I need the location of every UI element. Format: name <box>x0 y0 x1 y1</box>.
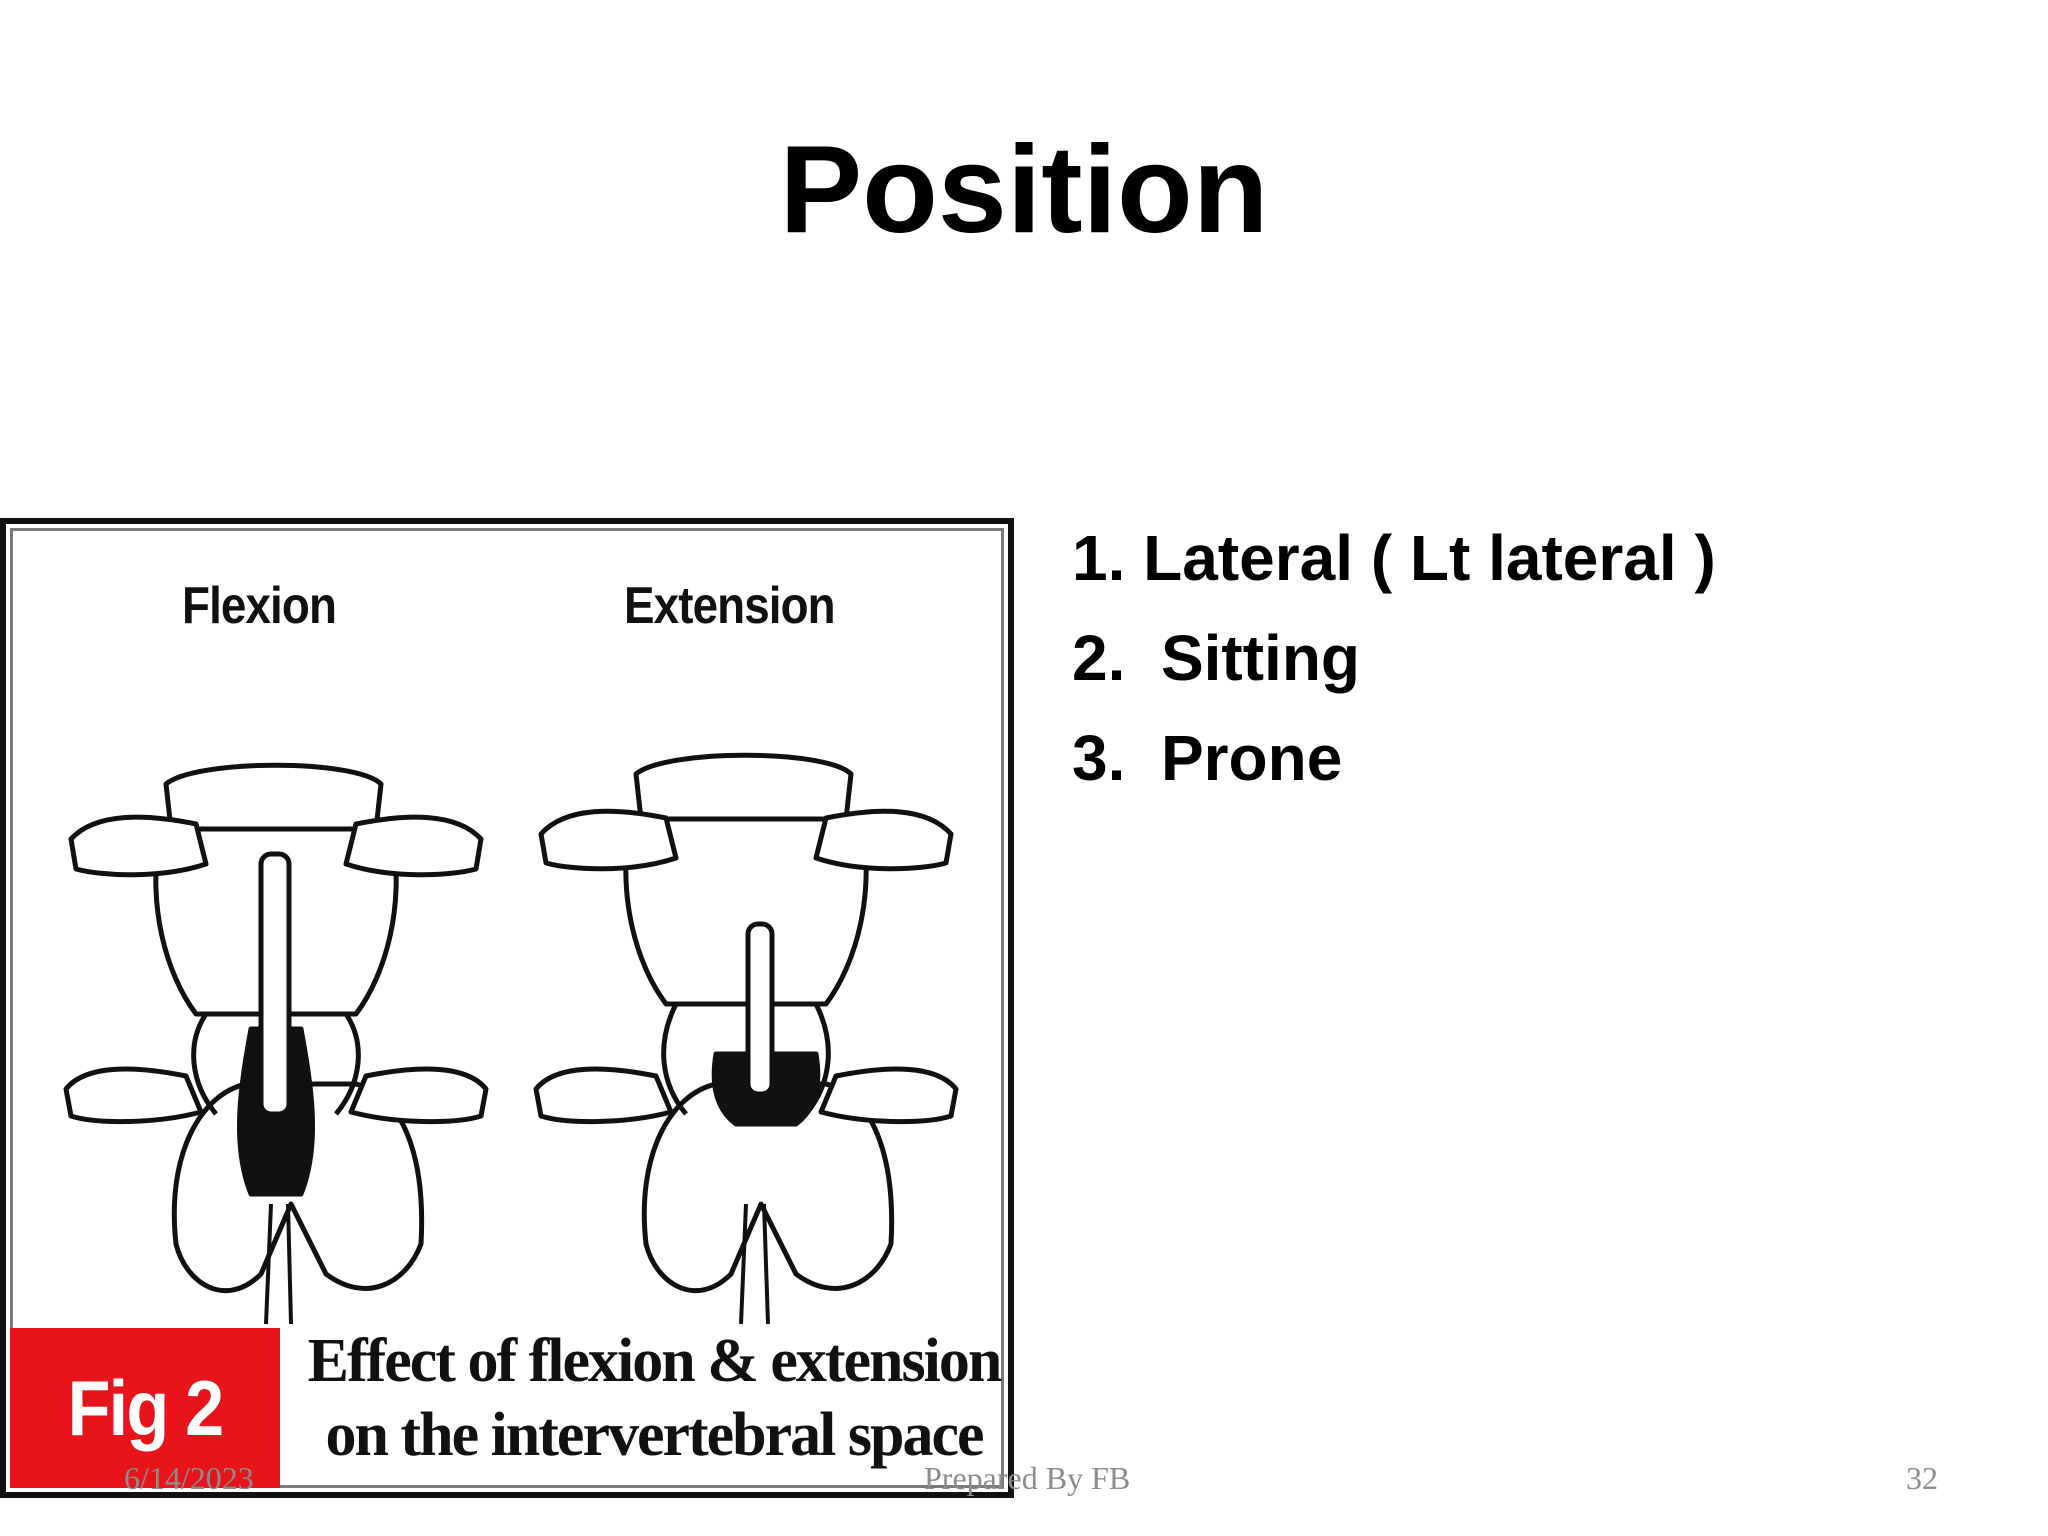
page-number: 32 <box>1906 1460 1938 1496</box>
caption-line-1: Effect of flexion & extension <box>307 1327 1003 1395</box>
flexion-label: Flexion <box>182 577 337 635</box>
caption-line-2: on the intervertebral space <box>325 1401 984 1469</box>
vertebrae-figure: Flexion Extension <box>0 518 1014 1498</box>
list-item-prone: 3. Prone <box>1072 722 1343 794</box>
position-list: 1. Lateral ( Lt lateral ) 2. Sitting 3. … <box>1072 508 1716 808</box>
extension-label: Extension <box>624 577 836 635</box>
fig-badge-text: Fig 2 <box>67 1363 225 1452</box>
fig-badge: Fig 2 <box>10 1328 280 1488</box>
slide-title: Position <box>779 121 1269 259</box>
figure-caption: Effect of flexion & extension on the int… <box>296 1324 1008 1484</box>
flexion-vertebra <box>63 762 489 1325</box>
vertebrae-illustration <box>63 752 959 1325</box>
footer-date: 6/14/2023 <box>124 1460 254 1496</box>
list-item-lateral: 1. Lateral ( Lt lateral ) <box>1072 522 1716 594</box>
extension-vertebra <box>533 752 959 1325</box>
figure-frame <box>10 528 1004 1488</box>
list-item-sitting: 2. Sitting <box>1072 622 1360 694</box>
footer-author: Prepared By FB <box>924 1460 1131 1496</box>
